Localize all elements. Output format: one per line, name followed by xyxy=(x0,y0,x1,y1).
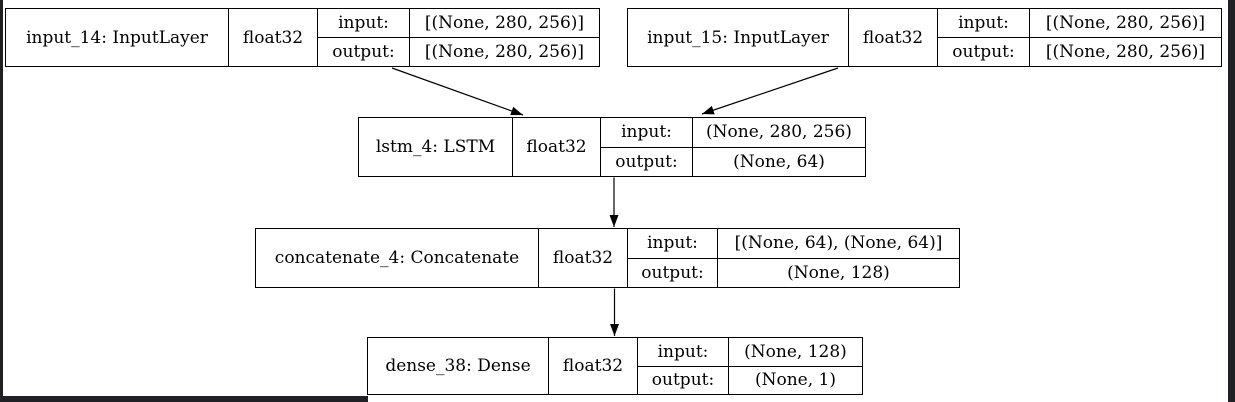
layer-name: dense_38: Dense xyxy=(368,338,549,394)
layer-dtype: float32 xyxy=(539,229,628,287)
layer-dtype: float32 xyxy=(513,118,601,176)
layer-dtype: float32 xyxy=(229,9,318,66)
io-input-row: input: (None, 128) xyxy=(638,338,862,367)
io-input-label: input: xyxy=(318,9,410,37)
layer-name: lstm_4: LSTM xyxy=(359,118,513,176)
layer-node-input-15: input_15: InputLayer float32 input: [(No… xyxy=(627,8,1222,67)
io-input-label: input: xyxy=(938,9,1030,37)
io-output-shape: (None, 64) xyxy=(733,151,825,172)
io-output-shape: (None, 128) xyxy=(787,262,890,283)
io-output-row: output: (None, 1) xyxy=(638,366,862,394)
window-frame-bottom xyxy=(0,396,368,402)
layer-name: input_15: InputLayer xyxy=(628,9,849,66)
edge-input14-to-lstm4-arrow xyxy=(391,67,524,116)
io-input-shape: (None, 280, 256) xyxy=(706,122,852,143)
layer-node-lstm-4: lstm_4: LSTM float32 input: (None, 280, … xyxy=(358,117,866,177)
io-output-shape: [(None, 280, 256)] xyxy=(424,42,585,62)
io-table: input: [(None, 280, 256)] output: [(None… xyxy=(318,9,599,66)
io-output-label: output: xyxy=(638,366,729,394)
io-input-row: input: (None, 280, 256) xyxy=(601,118,865,148)
io-input-shape: [(None, 280, 256)] xyxy=(1045,13,1206,33)
io-output-label: output: xyxy=(938,38,1030,66)
io-input-shape: (None, 128) xyxy=(744,341,847,362)
io-table: input: [(None, 64), (None, 64)] output: … xyxy=(628,229,959,287)
io-output-shape: [(None, 280, 256)] xyxy=(1045,42,1206,62)
io-input-row: input: [(None, 280, 256)] xyxy=(938,9,1221,38)
window-frame-right xyxy=(1228,0,1235,402)
io-output-row: output: [(None, 280, 256)] xyxy=(938,38,1221,66)
io-output-row: output: (None, 64) xyxy=(601,147,865,176)
io-output-label: output: xyxy=(318,38,410,66)
io-input-label: input: xyxy=(628,229,718,258)
io-input-row: input: [(None, 280, 256)] xyxy=(318,9,599,38)
io-table: input: [(None, 280, 256)] output: [(None… xyxy=(938,9,1221,66)
io-input-shape: [(None, 280, 256)] xyxy=(424,13,585,33)
io-input-label: input: xyxy=(638,338,729,366)
layer-name: input_14: InputLayer xyxy=(6,9,229,66)
io-output-label: output: xyxy=(601,147,693,176)
layer-node-input-14: input_14: InputLayer float32 input: [(No… xyxy=(5,8,600,67)
layer-name: concatenate_4: Concatenate xyxy=(256,229,539,287)
layer-node-concatenate-4: concatenate_4: Concatenate float32 input… xyxy=(255,228,960,288)
io-table: input: (None, 280, 256) output: (None, 6… xyxy=(601,118,865,176)
layer-dtype: float32 xyxy=(549,338,638,394)
layer-dtype: float32 xyxy=(849,9,938,66)
io-output-row: output: (None, 128) xyxy=(628,258,959,287)
layer-node-dense-38: dense_38: Dense float32 input: (None, 12… xyxy=(367,337,863,395)
io-table: input: (None, 128) output: (None, 1) xyxy=(638,338,862,394)
io-input-row: input: [(None, 64), (None, 64)] xyxy=(628,229,959,259)
edge-input15-to-lstm4-arrow xyxy=(701,67,839,115)
io-output-shape: (None, 1) xyxy=(754,370,836,391)
io-input-shape: [(None, 64), (None, 64)] xyxy=(734,233,943,254)
io-output-row: output: [(None, 280, 256)] xyxy=(318,38,599,66)
io-output-label: output: xyxy=(628,258,718,287)
window-frame-left xyxy=(0,0,3,402)
io-input-label: input: xyxy=(601,118,693,147)
